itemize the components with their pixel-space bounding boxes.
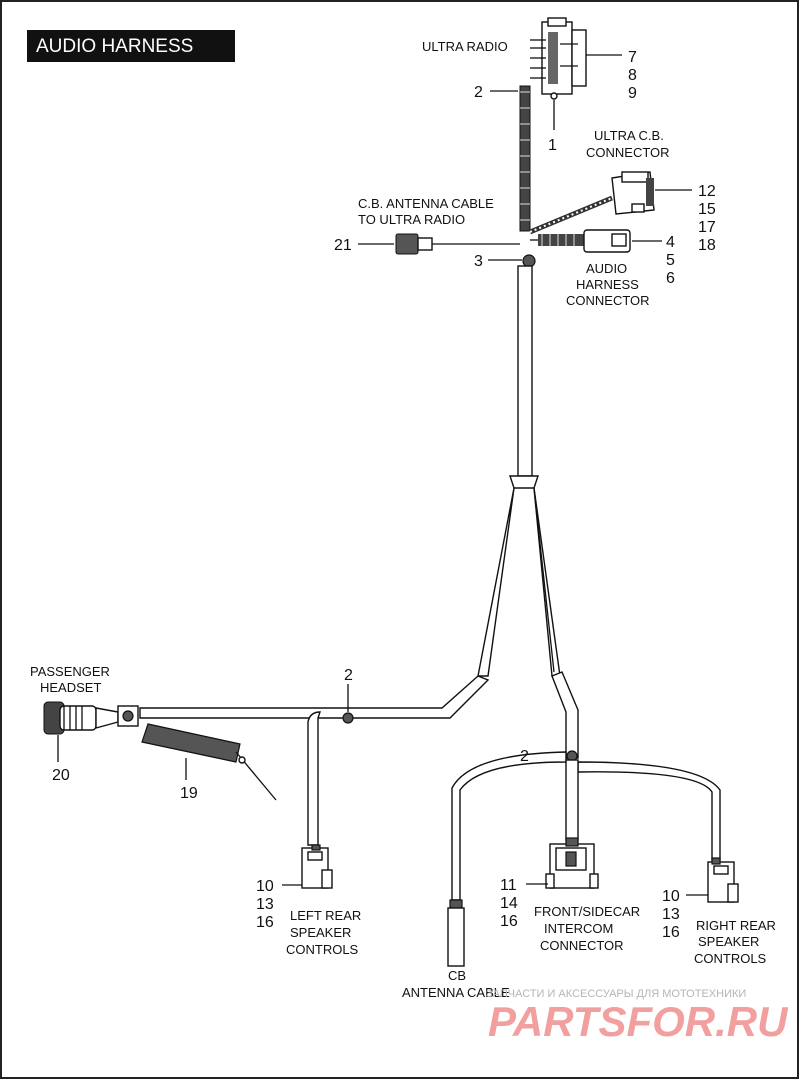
headset-clip: [342, 712, 354, 724]
callout-9: 9: [628, 85, 637, 102]
callout-13-right: 13: [662, 906, 680, 923]
callout-1: 1: [548, 137, 557, 154]
junction-clip: [522, 254, 536, 268]
intercom-branch: [565, 759, 579, 841]
left-branch-run: [139, 675, 490, 719]
left-rear-label-2: SPEAKER: [290, 925, 351, 940]
left-rear-drop-wire: [307, 711, 321, 846]
callout-11: 11: [500, 877, 517, 894]
antenna-cable-label-2: TO ULTRA RADIO: [358, 212, 465, 227]
callout-15: 15: [698, 201, 716, 218]
callout-17: 17: [698, 219, 716, 236]
callout-6: 6: [666, 270, 675, 287]
headset-label-2: HEADSET: [40, 680, 101, 695]
callout-16-right: 16: [662, 924, 680, 941]
watermark-small: ЗАПЧАСТИ И АКСЕССУАРЫ ДЛЯ МОТОТЕХНИКИ: [486, 988, 746, 1000]
audio-connector-label-2: HARNESS: [576, 277, 639, 292]
left-rear-label-3: CONTROLS: [286, 942, 359, 957]
callout-10-right: 10: [662, 888, 680, 905]
cb-connector-label-2: CONNECTOR: [586, 145, 670, 160]
callout-5: 5: [666, 252, 675, 269]
main-trunk: [517, 265, 533, 477]
right-rear-label-2: SPEAKER: [698, 934, 759, 949]
callout-2-radio: 2: [474, 84, 483, 101]
intercom-label-1: FRONT/SIDECAR: [534, 904, 640, 919]
ultra-cb-connector: [529, 171, 655, 235]
right-rear-label-3: CONTROLS: [694, 951, 767, 966]
right-branch-top: [533, 487, 561, 677]
callout-7: 7: [628, 49, 637, 66]
cb-antenna-label-1: CB: [448, 968, 466, 983]
left-rear-speaker-connector: [301, 844, 333, 889]
trunk-split-boot: [509, 475, 539, 489]
ultra-radio-label: ULTRA RADIO: [422, 39, 508, 54]
audio-connector-label-1: AUDIO: [586, 261, 627, 276]
intercom-label-2: INTERCOM: [544, 921, 613, 936]
callout-13-left: 13: [256, 896, 274, 913]
left-branch-top: [477, 487, 515, 677]
callout-3: 3: [474, 253, 483, 270]
callout-16-intercom: 16: [500, 913, 518, 930]
cb-antenna-plug: [395, 233, 520, 255]
callout-21: 21: [334, 237, 352, 254]
audio-harness-connector-part: [530, 229, 631, 253]
cb-antenna-label-2: ANTENNA CABLE: [402, 985, 510, 1000]
cb-connector-label-1: ULTRA C.B.: [594, 128, 664, 143]
callout-8: 8: [628, 67, 637, 84]
audio-connector-label-3: CONNECTOR: [566, 293, 650, 308]
callout-14: 14: [500, 895, 518, 912]
ultra-radio-connector: [530, 17, 587, 100]
watermark-big: PARTSFOR.RU: [488, 998, 789, 1045]
callout-2-headset: 2: [344, 667, 353, 684]
cb-antenna-cable-end: [447, 899, 465, 967]
radio-coiled-harness: [519, 85, 531, 232]
headset-strap: [141, 723, 277, 801]
intercom-label-3: CONNECTOR: [540, 938, 624, 953]
passenger-headset-connector: [43, 701, 139, 735]
diagram-title: AUDIO HARNESS: [36, 36, 193, 57]
antenna-cable-label-1: C.B. ANTENNA CABLE: [358, 196, 494, 211]
callout-16-left: 16: [256, 914, 274, 931]
intercom-connector: [545, 837, 599, 889]
left-rear-label-1: LEFT REAR: [290, 908, 361, 923]
callout-19: 19: [180, 785, 198, 802]
right-branch-run: [551, 671, 579, 759]
headset-label-1: PASSENGER: [30, 664, 110, 679]
right-rear-speaker-connector: [707, 857, 739, 903]
right-rear-branch: [577, 761, 721, 861]
callout-10-left: 10: [256, 878, 274, 895]
callout-12: 12: [698, 183, 716, 200]
callout-20: 20: [52, 767, 70, 784]
callout-18: 18: [698, 237, 716, 254]
right-rear-label-1: RIGHT REAR: [696, 918, 776, 933]
title-box: [27, 30, 235, 62]
callout-2-right: 2: [520, 748, 529, 765]
cb-antenna-branch: [451, 751, 567, 901]
callout-4: 4: [666, 234, 675, 251]
